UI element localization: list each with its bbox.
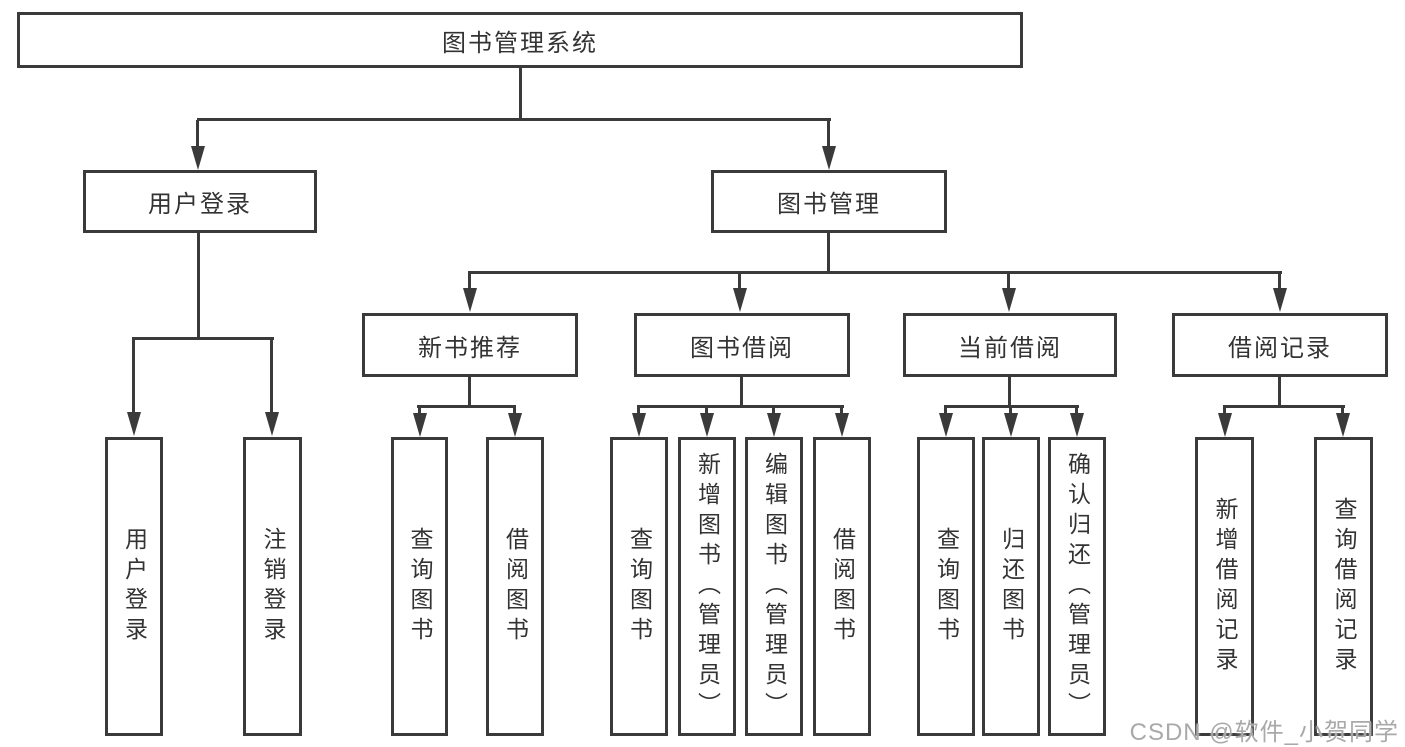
node-book-borrow: 图书借阅 [634,313,850,377]
arrowhead [463,288,477,312]
leaf-query-book-3: 查询图书 [917,437,975,736]
leaf-return-book: 归还图书 [982,437,1040,736]
node-new-book-recommend: 新书推荐 [362,313,578,377]
connector-line [637,405,844,408]
leaf-query-book-2: 查询图书 [610,437,668,736]
connector-line [1223,407,1226,415]
arrowhead [1004,413,1018,437]
node-borrow-record: 借阅记录 [1172,313,1388,377]
connector-line [840,407,843,415]
connector-line [1341,407,1344,415]
connector-line [132,337,274,340]
connector-line [1008,377,1011,408]
arrowhead [191,146,205,170]
node-book-management: 图书管理 [711,170,947,233]
connector-line [519,68,522,121]
node-user-login: 用户登录 [83,170,317,233]
connector-line [827,120,830,148]
connector-line [827,233,830,274]
connector-line [270,339,273,414]
connector-line [705,407,708,415]
arrowhead [700,413,714,437]
connector-line [196,120,199,148]
arrowhead [1070,413,1084,437]
leaf-add-book-admin: 新增图书（管理员） [678,437,736,736]
connector-line [417,405,516,408]
connector-line [468,271,1282,274]
leaf-user-login: 用户登录 [105,437,163,736]
arrowhead [127,412,141,436]
arrowhead [835,413,849,437]
connector-line [197,233,200,340]
connector-line [197,118,831,121]
arrowhead [1273,288,1287,312]
connector-line [1278,377,1281,408]
leaf-borrow-book-1: 借阅图书 [486,437,544,736]
connector-line [772,407,775,415]
leaf-confirm-return-admin: 确认归还（管理员） [1048,437,1106,736]
connector-line [1278,273,1281,290]
connector-line [740,377,743,408]
arrowhead [822,146,836,170]
leaf-borrow-book-2: 借阅图书 [813,437,871,736]
leaf-query-book-1: 查询图书 [391,437,448,736]
arrowhead [508,413,522,437]
connector-line [513,407,516,415]
connector-line [468,273,471,290]
leaf-edit-book-admin: 编辑图书（管理员） [745,437,803,736]
arrowhead [1218,413,1232,437]
leaf-query-borrow-record: 查询借阅记录 [1314,437,1373,736]
connector-line [1009,407,1012,415]
arrowhead [733,288,747,312]
arrowhead [632,413,646,437]
leaf-add-borrow-record: 新增借阅记录 [1195,437,1254,736]
connector-line [738,273,741,290]
arrowhead [939,413,953,437]
connector-line [1007,273,1010,290]
arrowhead [767,413,781,437]
connector-line [637,407,640,415]
arrowhead [413,413,427,437]
connector-line [944,405,1079,408]
leaf-logout: 注销登录 [243,437,302,736]
connector-line [418,407,421,415]
arrowhead [265,412,279,436]
arrowhead [1002,288,1016,312]
node-current-borrow: 当前借阅 [903,313,1117,377]
csdn-watermark: CSDN @软件_小贺同学 [1129,719,1399,746]
node-root-library-system: 图书管理系统 [17,12,1023,68]
connector-line [1075,407,1078,415]
connector-line [1223,405,1345,408]
arrowhead [1336,413,1350,437]
connector-line [132,339,135,414]
connector-line [468,377,471,408]
connector-line [944,407,947,415]
